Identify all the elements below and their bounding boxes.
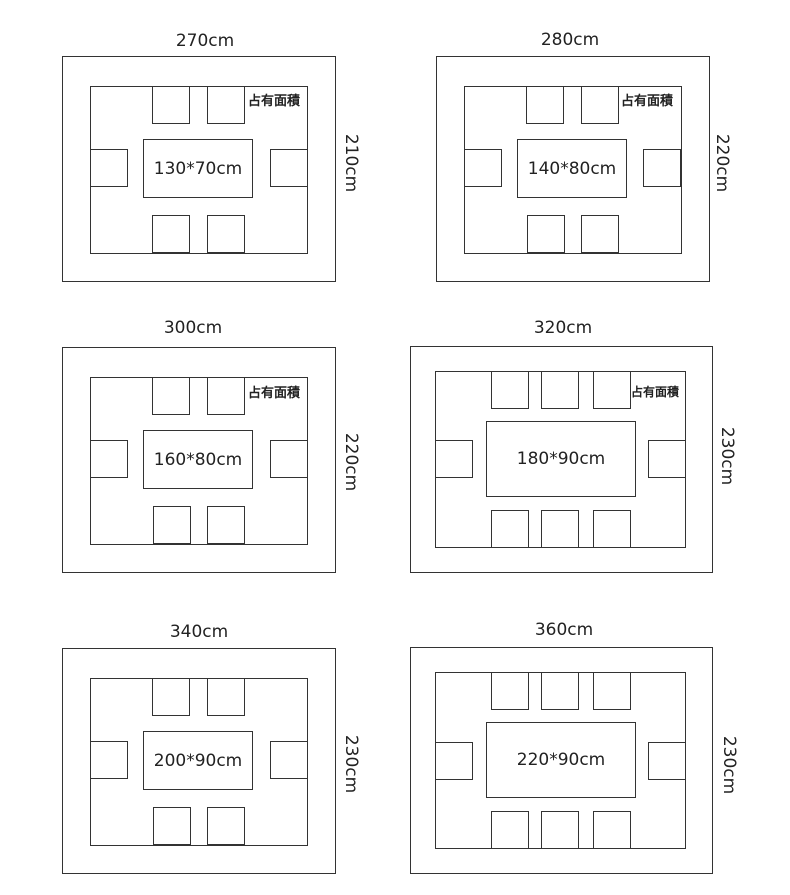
chair [541, 672, 579, 710]
rug-width-label: 270cm [175, 31, 235, 51]
rug-height-label: 210cm [341, 133, 361, 193]
chair [270, 741, 308, 779]
chair [207, 215, 245, 253]
chair [527, 215, 565, 253]
chair [593, 371, 631, 409]
chair [435, 440, 473, 478]
chair [526, 86, 564, 124]
chair [593, 672, 631, 710]
dining-table: 180*90cm [486, 421, 636, 497]
rug-height-label: 220cm [341, 432, 361, 492]
chair [207, 377, 245, 415]
occupied-area-label: 占有面積 [248, 94, 301, 109]
rug-outline [62, 648, 336, 874]
chair [648, 440, 686, 478]
chair [464, 149, 502, 187]
rug-outline [436, 56, 710, 282]
chair [207, 807, 245, 845]
chair [435, 742, 473, 780]
dining-table: 130*70cm [143, 139, 253, 198]
dining-table: 140*80cm [517, 139, 627, 198]
rug-width-label: 360cm [534, 620, 594, 640]
occupied-area-label: 占有面積 [631, 385, 680, 399]
rug-outline [62, 56, 336, 282]
dining-table: 220*90cm [486, 722, 636, 798]
chair [581, 215, 619, 253]
chair [152, 86, 190, 124]
chair [90, 440, 128, 478]
rug-height-label: 230cm [717, 426, 737, 486]
rug-height-label: 230cm [719, 735, 739, 795]
chair [270, 149, 308, 187]
chair [207, 506, 245, 544]
chair [207, 86, 245, 124]
chair [541, 811, 579, 849]
chair [152, 215, 190, 253]
occupied-area-label: 占有面積 [621, 94, 674, 109]
chair [207, 678, 245, 716]
dining-table: 200*90cm [143, 731, 253, 790]
chair [153, 807, 191, 845]
chair [90, 741, 128, 779]
chair [152, 377, 190, 415]
rug-outline [410, 346, 713, 573]
chair [90, 149, 128, 187]
chair [581, 86, 619, 124]
chair [593, 811, 631, 849]
chair [541, 510, 579, 548]
rug-height-label: 230cm [341, 734, 361, 794]
chair [491, 672, 529, 710]
rug-width-label: 320cm [533, 318, 593, 338]
chair [648, 742, 686, 780]
rug-width-label: 340cm [169, 622, 229, 642]
rug-outline [410, 647, 713, 874]
occupied-area-label: 占有面積 [248, 386, 301, 401]
rug-width-label: 300cm [163, 318, 223, 338]
chair [153, 506, 191, 544]
chair [152, 678, 190, 716]
chair [270, 440, 308, 478]
chair [491, 510, 529, 548]
dining-table: 160*80cm [143, 430, 253, 489]
chair [491, 371, 529, 409]
chair [491, 811, 529, 849]
chair [541, 371, 579, 409]
rug-outline [62, 347, 336, 573]
chair [593, 510, 631, 548]
chair [643, 149, 681, 187]
rug-width-label: 280cm [540, 30, 600, 50]
rug-height-label: 220cm [712, 133, 732, 193]
